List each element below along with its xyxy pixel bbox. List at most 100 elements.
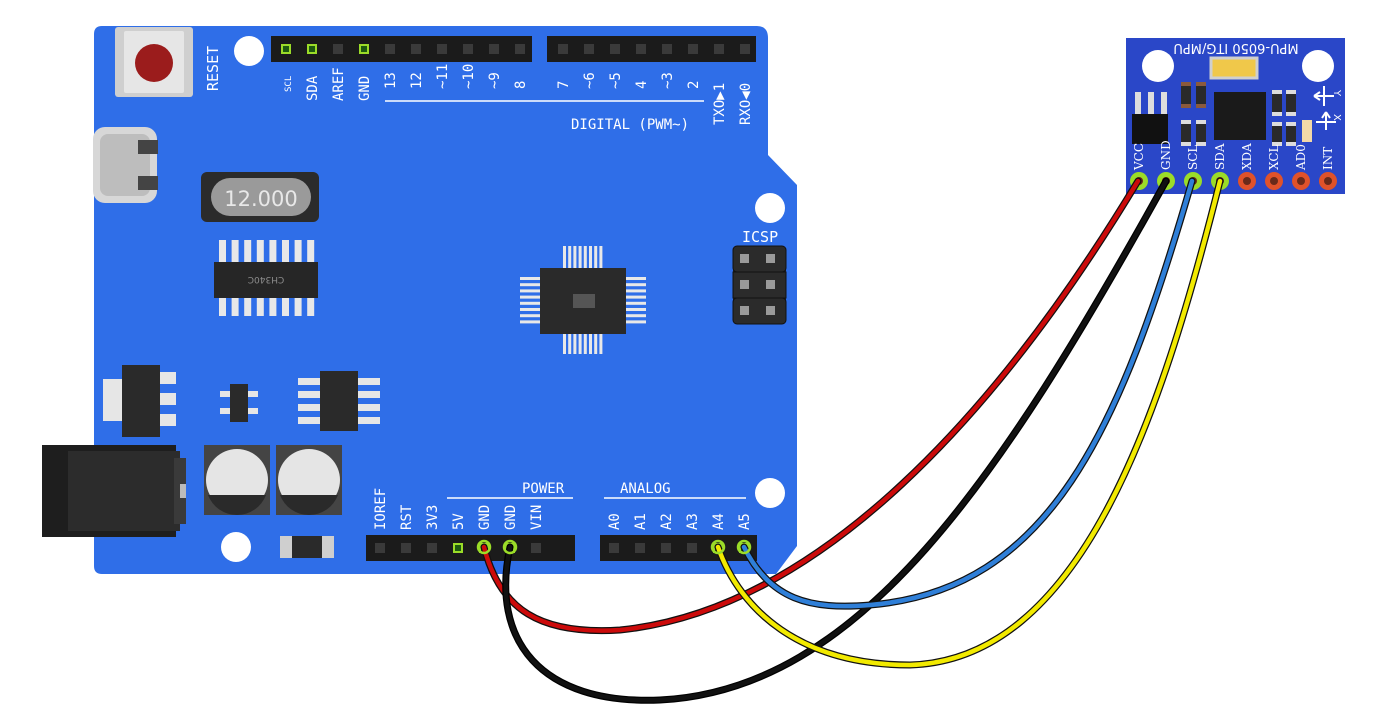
power-header[interactable] bbox=[366, 535, 575, 561]
pin-label: ~10 bbox=[461, 64, 477, 89]
wire-a5-scl[interactable] bbox=[740, 177, 1196, 610]
pin-label: ~9 bbox=[487, 72, 503, 89]
dc-power-jack[interactable] bbox=[42, 445, 186, 537]
electrolytic-capacitor bbox=[276, 445, 342, 516]
pin-label: ~6 bbox=[582, 72, 598, 89]
analog-label: ANALOG bbox=[620, 481, 671, 497]
header-pin[interactable] bbox=[401, 543, 411, 553]
mounting-hole bbox=[221, 532, 251, 562]
pin-label: 8 bbox=[513, 81, 529, 89]
pin-label: GND bbox=[357, 76, 373, 101]
pin-label: SDA bbox=[305, 75, 321, 101]
arduino-pcb bbox=[94, 26, 797, 574]
header-pin[interactable] bbox=[427, 543, 437, 553]
wire-gnd-gnd[interactable] bbox=[503, 178, 1169, 703]
mounting-hole bbox=[755, 478, 785, 508]
digital-header-left[interactable] bbox=[271, 36, 532, 62]
pin-label: 5V bbox=[451, 513, 467, 530]
pin-label: ~5 bbox=[608, 72, 624, 89]
header-pin[interactable] bbox=[584, 44, 594, 54]
pin-label: ~3 bbox=[660, 72, 676, 89]
digital-header-right[interactable] bbox=[547, 36, 756, 62]
pin-label: GND bbox=[477, 505, 493, 530]
ch340-label: CH340C bbox=[248, 274, 285, 284]
mpu-resistors bbox=[1181, 82, 1312, 146]
header-pin[interactable] bbox=[463, 44, 473, 54]
pin-label: 2 bbox=[686, 81, 702, 89]
wire-a4-sda[interactable] bbox=[715, 178, 1223, 668]
mounting-hole bbox=[1302, 50, 1334, 82]
header-pin[interactable] bbox=[636, 44, 646, 54]
pin-label: TXO▶1 bbox=[712, 83, 728, 125]
pin-label: AREF bbox=[331, 67, 347, 101]
pin-label: VIN bbox=[529, 505, 545, 530]
axis-orientation-icon bbox=[1313, 86, 1336, 130]
small-transistor bbox=[220, 384, 258, 422]
power-label: POWER bbox=[522, 481, 565, 497]
header-pin[interactable] bbox=[375, 543, 385, 553]
header-pin[interactable] bbox=[609, 543, 619, 553]
reset-label: RESET bbox=[204, 46, 222, 91]
icsp-label: ICSP bbox=[742, 228, 778, 246]
header-pin[interactable] bbox=[635, 543, 645, 553]
pin-label: A0 bbox=[607, 513, 623, 530]
header-pin[interactable] bbox=[515, 44, 525, 54]
header-pin[interactable] bbox=[333, 44, 343, 54]
header-pin[interactable] bbox=[688, 44, 698, 54]
header-pin[interactable] bbox=[714, 44, 724, 54]
wire-contact bbox=[502, 539, 518, 555]
header-pin[interactable] bbox=[437, 44, 447, 54]
wire-contact bbox=[476, 539, 492, 555]
mpu-pin-label: VCC bbox=[1132, 143, 1146, 171]
header-pin[interactable] bbox=[411, 44, 421, 54]
header-pin[interactable] bbox=[558, 44, 568, 54]
wire-a5-scl[interactable] bbox=[741, 178, 1195, 609]
header-pin[interactable] bbox=[687, 543, 697, 553]
wires bbox=[480, 177, 1224, 704]
header-pin[interactable] bbox=[661, 543, 671, 553]
pin-label: 13 bbox=[383, 72, 399, 89]
mpu-regulator bbox=[1132, 92, 1168, 144]
mpu-pin-label: GND bbox=[1159, 140, 1173, 170]
axis-x-label: X bbox=[1331, 114, 1342, 121]
mpu-chip bbox=[1214, 92, 1266, 140]
smd-component bbox=[280, 536, 334, 558]
pin-label: 3V3 bbox=[425, 505, 441, 530]
pin-label: A2 bbox=[659, 513, 675, 530]
pin-label: A5 bbox=[737, 513, 753, 530]
reset-button[interactable] bbox=[115, 27, 193, 97]
digital-label: DIGITAL (PWM~) bbox=[571, 117, 689, 133]
usb-c-port[interactable] bbox=[93, 127, 158, 203]
pin-label: 7 bbox=[556, 81, 572, 89]
mounting-hole bbox=[755, 193, 785, 223]
mpu-pin-label: INT bbox=[1321, 147, 1335, 170]
mounting-hole bbox=[1142, 50, 1174, 82]
mpu-title: MPU-6050 ITG/MPU bbox=[1173, 40, 1298, 55]
header-pin[interactable] bbox=[662, 44, 672, 54]
tantalum-capacitor bbox=[1209, 56, 1259, 80]
mpu-pin-label: SDA bbox=[1213, 143, 1227, 170]
pin-label: 4 bbox=[634, 81, 650, 89]
mpu6050-module: MPU-6050 ITG/MPU bbox=[1126, 38, 1345, 194]
mpu-pin-label: AD0 bbox=[1294, 144, 1308, 171]
header-pin[interactable] bbox=[740, 44, 750, 54]
wire-contact bbox=[710, 539, 726, 555]
header-pin[interactable] bbox=[489, 44, 499, 54]
pin-label: A1 bbox=[633, 513, 649, 530]
voltage-regulator bbox=[103, 365, 176, 437]
analog-header[interactable] bbox=[600, 535, 757, 561]
icsp-header[interactable] bbox=[732, 245, 787, 325]
soic-chip bbox=[298, 371, 380, 431]
header-pin[interactable] bbox=[531, 543, 541, 553]
pin-label: A3 bbox=[685, 513, 701, 530]
crystal-label: 12.000 bbox=[224, 187, 297, 211]
header-pin[interactable] bbox=[385, 44, 395, 54]
header-pin[interactable] bbox=[610, 44, 620, 54]
pin-label: 12 bbox=[409, 72, 425, 89]
pin-label: RXO◀0 bbox=[738, 83, 754, 125]
pin-label: IOREF bbox=[373, 488, 389, 530]
axis-y-label: Y bbox=[1331, 89, 1342, 97]
usb-serial-chip: CH340C bbox=[214, 240, 318, 316]
atmega-chip bbox=[520, 246, 646, 354]
